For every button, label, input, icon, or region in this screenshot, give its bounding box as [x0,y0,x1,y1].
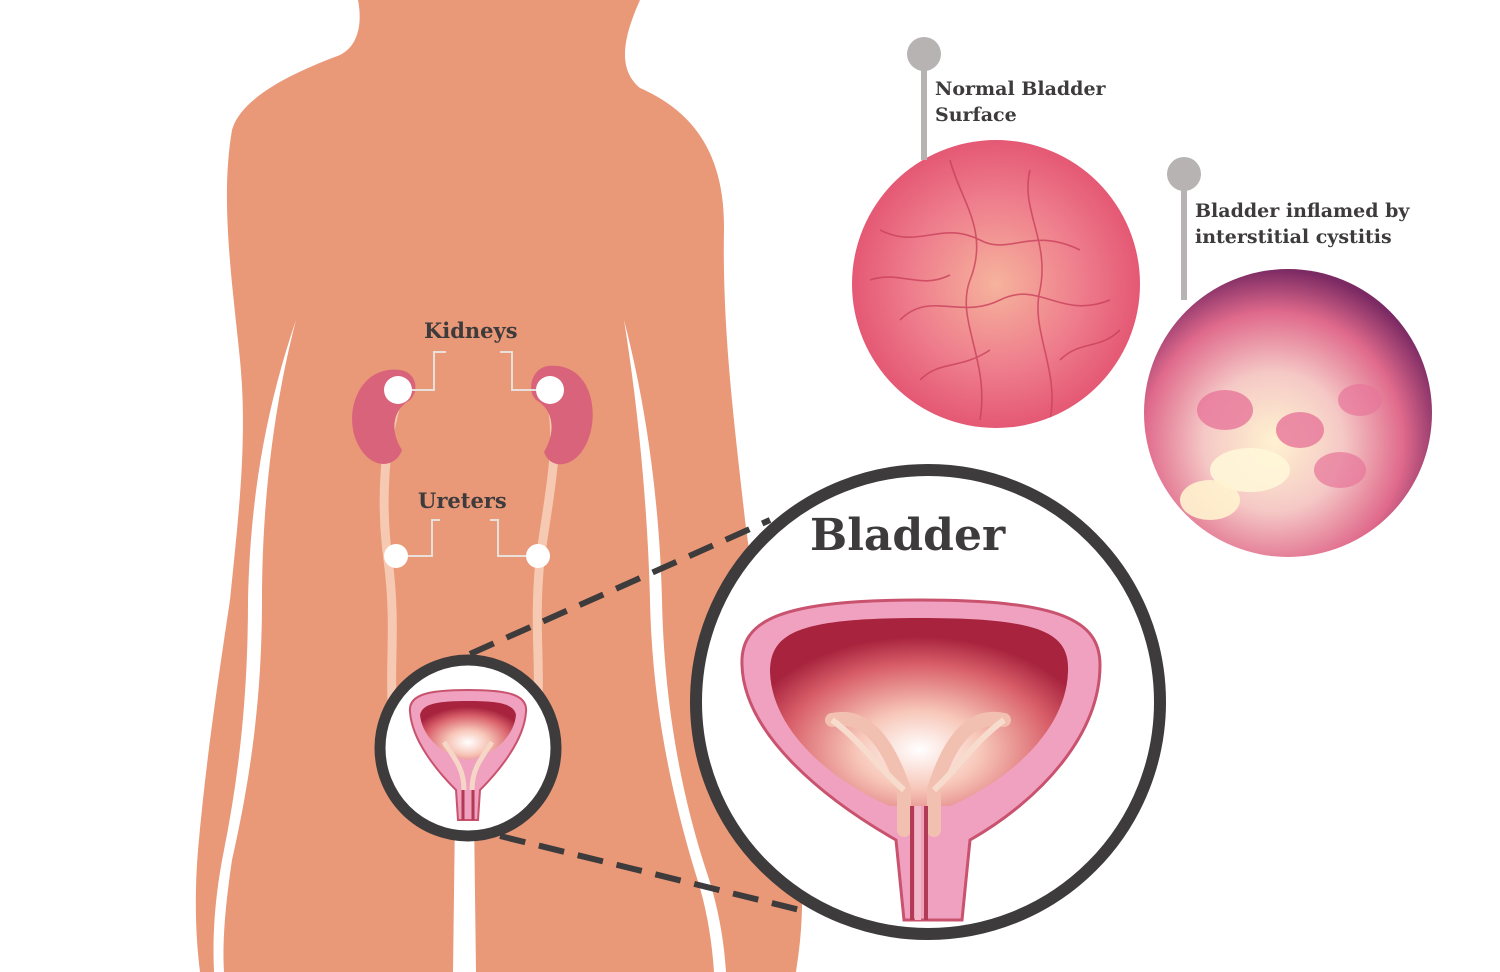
inflamed-surface-photo [1144,269,1432,557]
normal-surface-photo [852,140,1140,428]
map-pin-icon [1167,157,1201,300]
small-bladder [374,654,562,842]
zoom-lines [468,517,801,913]
body-silhouette [195,0,803,972]
ureters-label: Ureters [418,488,507,513]
inflamed-surface-label-line1: Bladder inflamed by [1195,200,1410,222]
callout-lines [396,351,550,557]
organ-markers [384,376,564,568]
inflamed-surface-label-line2: interstitial cystitis [1195,226,1392,248]
normal-surface-label-line1: Normal Bladder [935,78,1106,100]
normal-surface-label: Normal Bladder Surface [935,76,1106,128]
bladder-title: Bladder [810,510,1006,561]
large-bladder-zoom [690,464,1166,940]
map-pin-icon [907,37,941,160]
kidneys-label: Kidneys [424,318,518,343]
inflamed-surface-label: Bladder inflamed by interstitial cystiti… [1195,198,1409,250]
normal-surface-label-line2: Surface [935,104,1017,126]
